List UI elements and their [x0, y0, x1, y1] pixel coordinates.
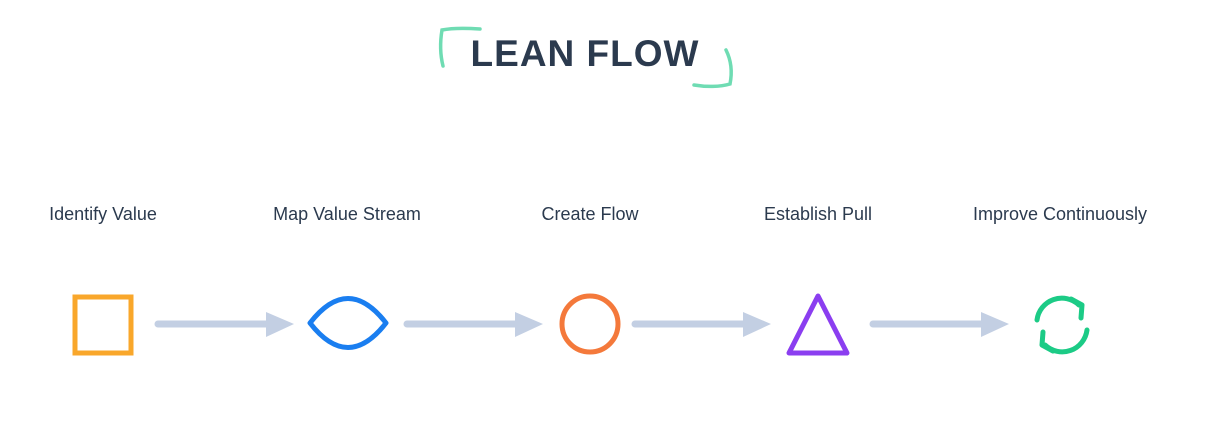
refresh-cycle-icon [1034, 295, 1090, 355]
circle-icon [559, 293, 621, 355]
triangle-icon [786, 293, 850, 356]
step-label-identify-value: Identify Value [49, 204, 157, 224]
arrow-4-icon [869, 312, 1009, 337]
arrow-1-icon [154, 312, 294, 337]
step-label-improve-continuously: Improve Continuously [972, 204, 1148, 224]
step-label-establish-pull: Establish Pull [763, 204, 873, 224]
step-label-create-flow: Create Flow [541, 204, 639, 224]
arrow-3-icon [631, 312, 771, 337]
step-label-map-value-stream: Map Value Stream [273, 204, 421, 224]
eye-shape-icon [307, 296, 389, 350]
title-bracket-right [692, 48, 733, 89]
title-bracket-left [438, 26, 482, 68]
square-icon [72, 294, 134, 356]
arrow-2-icon [403, 312, 543, 337]
diagram-title: LEAN FLOW [470, 33, 700, 74]
